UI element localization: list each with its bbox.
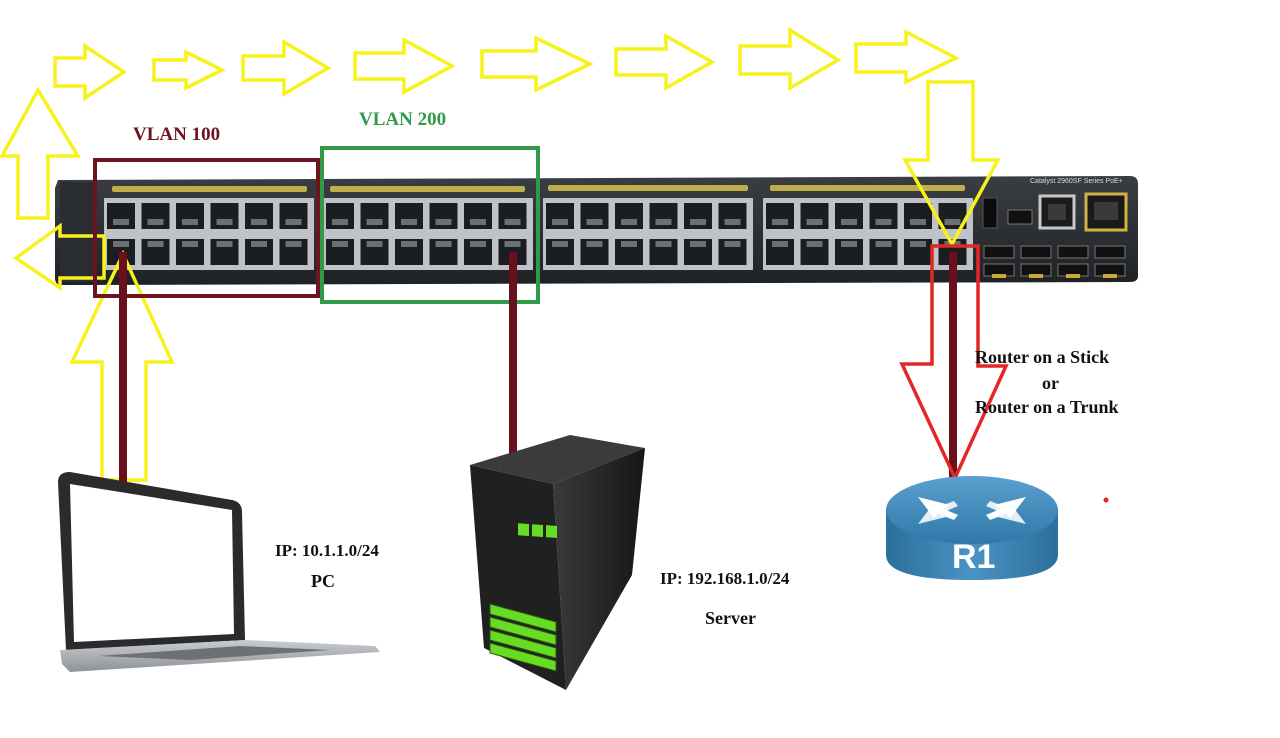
vlan-100-label: VLAN 100 [133, 124, 221, 145]
switch-port [464, 203, 492, 229]
port-group [543, 198, 753, 270]
switch-port [429, 203, 458, 229]
switch-port [766, 203, 794, 229]
switch-port [546, 203, 574, 229]
sfp-slot [1057, 245, 1089, 259]
pc-ip-label: IP: 10.1.1.0/24 [275, 541, 379, 560]
server-ip-label: IP: 192.168.1.0/24 [660, 569, 790, 588]
router-caption-line-1: Router on a Stick [975, 347, 1110, 367]
router-caption-line-3: Router on a Trunk [975, 397, 1119, 417]
vlan-100-box [93, 158, 320, 298]
switch-port [835, 203, 863, 229]
sfp-slot [983, 245, 1015, 259]
flow-arrow [614, 33, 716, 91]
switch-port [279, 203, 308, 229]
switch-port [498, 203, 527, 229]
flow-arrow [241, 38, 332, 98]
switch-port [107, 203, 135, 229]
switch-port [649, 203, 678, 229]
flow-arrow [738, 26, 842, 92]
switch-port [615, 203, 643, 229]
flow-arrow [353, 37, 456, 95]
switch-port [395, 203, 423, 229]
sfp-slot [1020, 245, 1052, 259]
server-icon [470, 435, 645, 690]
router-icon [886, 476, 1058, 580]
router-caption-line-2: or [1042, 373, 1059, 393]
switch-model-label: Catalyst 2960SF Series PoE+ [1030, 178, 1123, 185]
switch-port [869, 203, 898, 229]
pc-name-label: PC [311, 571, 335, 591]
switch-port [210, 203, 239, 229]
trunk-arrow [899, 244, 1009, 483]
switch-port [718, 203, 747, 229]
flow-arrow-up [69, 249, 175, 482]
vlan-200-box [320, 146, 540, 304]
flow-arrow [53, 42, 128, 102]
switch-port [580, 203, 609, 229]
switch-port [245, 203, 273, 229]
flow-arrow [480, 35, 595, 93]
server-name-label: Server [705, 608, 756, 628]
flow-arrow-down [902, 80, 1001, 248]
port-group [104, 198, 314, 270]
switch-icon [55, 176, 1138, 285]
switch-port [360, 203, 389, 229]
switch-port [326, 203, 354, 229]
switch-port [904, 203, 932, 229]
flow-arrow [152, 49, 226, 91]
flow-arrow [854, 29, 960, 85]
switch-port [800, 203, 829, 229]
switch-port [176, 203, 204, 229]
switch-port [141, 203, 170, 229]
port-group [323, 198, 533, 270]
vlan-200-label: VLAN 200 [359, 109, 447, 130]
port-group [763, 198, 973, 270]
router-name-label: R1 [952, 538, 996, 576]
switch-port [684, 203, 712, 229]
sfp-slot [1094, 245, 1126, 259]
laptop-icon [58, 472, 380, 672]
flow-arrow-up [0, 86, 82, 220]
